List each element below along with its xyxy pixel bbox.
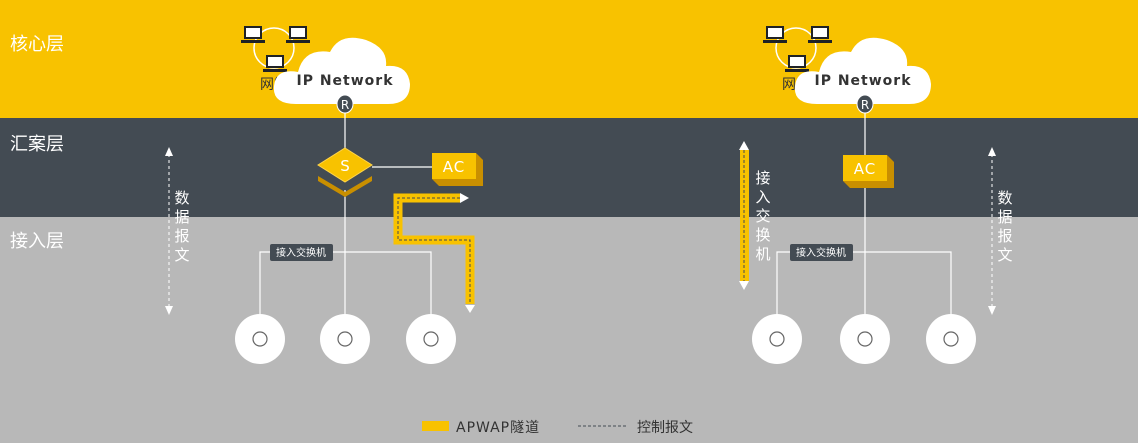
- legend-control-label: 控制报文: [637, 420, 693, 436]
- right-laptop-icon: [785, 55, 809, 72]
- left-router-icon: R: [336, 94, 354, 114]
- right-cloud-icon: IP Network: [794, 37, 931, 104]
- left-laptop-icon: [263, 55, 287, 72]
- left-cloud-icon: IP Network: [273, 37, 410, 104]
- left-network-label: IP Network: [296, 73, 393, 89]
- aggregation-layer-band: [0, 118, 1138, 217]
- left-ac-label: AC: [443, 158, 465, 176]
- right-router-icon: R: [856, 94, 874, 114]
- right-ap-icon: [839, 313, 891, 365]
- right-laptop-icon: [763, 26, 787, 43]
- right-data-packet-label: 数据报文: [997, 189, 1012, 264]
- left-apwap-tunnel: [393, 193, 475, 313]
- left-router-label: R: [341, 98, 349, 112]
- left-access-switch: 接入交换机: [270, 244, 333, 261]
- core-layer-band: [0, 0, 1138, 118]
- legend: APWAP隧道 控制报文: [422, 420, 693, 436]
- left-ap-icon: [234, 313, 286, 365]
- left-access-links: [259, 251, 432, 318]
- aggregation-layer-label: 汇案层: [10, 134, 64, 155]
- left-ac-icon: AC: [432, 153, 483, 186]
- right-access-switch: 接入交换机: [790, 244, 853, 261]
- right-laptop-icon: [808, 26, 832, 43]
- right-vertical-access-switch-label: 接入交换机: [755, 169, 770, 263]
- right-access-switch-bar: 接入交换机: [739, 141, 771, 290]
- right-router-label: R: [861, 98, 869, 112]
- right-ap-icon: [751, 313, 803, 365]
- right-ac-label: AC: [854, 160, 876, 178]
- left-ap-icon: [405, 313, 457, 365]
- left-laptop-icon: [286, 26, 310, 43]
- core-layer-label: 核心层: [10, 34, 64, 55]
- left-data-packet-label: 数据报文: [174, 189, 189, 264]
- right-ap-icon: [925, 313, 977, 365]
- left-switch-label: S: [340, 157, 350, 175]
- right-access-links: [776, 251, 952, 318]
- left-data-packet-arrow: 数据报文: [165, 147, 190, 315]
- left-laptop-icon: [241, 26, 265, 43]
- left-ap-icon: [319, 313, 371, 365]
- right-data-packet-arrow: 数据报文: [988, 147, 1013, 315]
- left-switch-icon: S: [317, 147, 373, 197]
- right-diagram: 网管 IP Network R AC: [739, 26, 1013, 365]
- legend-tunnel-label: APWAP隧道: [456, 420, 540, 436]
- right-access-switch-label: 接入交换机: [796, 246, 846, 259]
- left-diagram: 网管 IP Network R S: [165, 26, 483, 365]
- access-layer-label: 接入层: [10, 231, 64, 252]
- right-ac-icon: AC: [843, 155, 894, 188]
- right-network-label: IP Network: [814, 73, 911, 89]
- legend-tunnel-swatch: [422, 421, 449, 431]
- left-access-switch-label: 接入交换机: [276, 246, 326, 259]
